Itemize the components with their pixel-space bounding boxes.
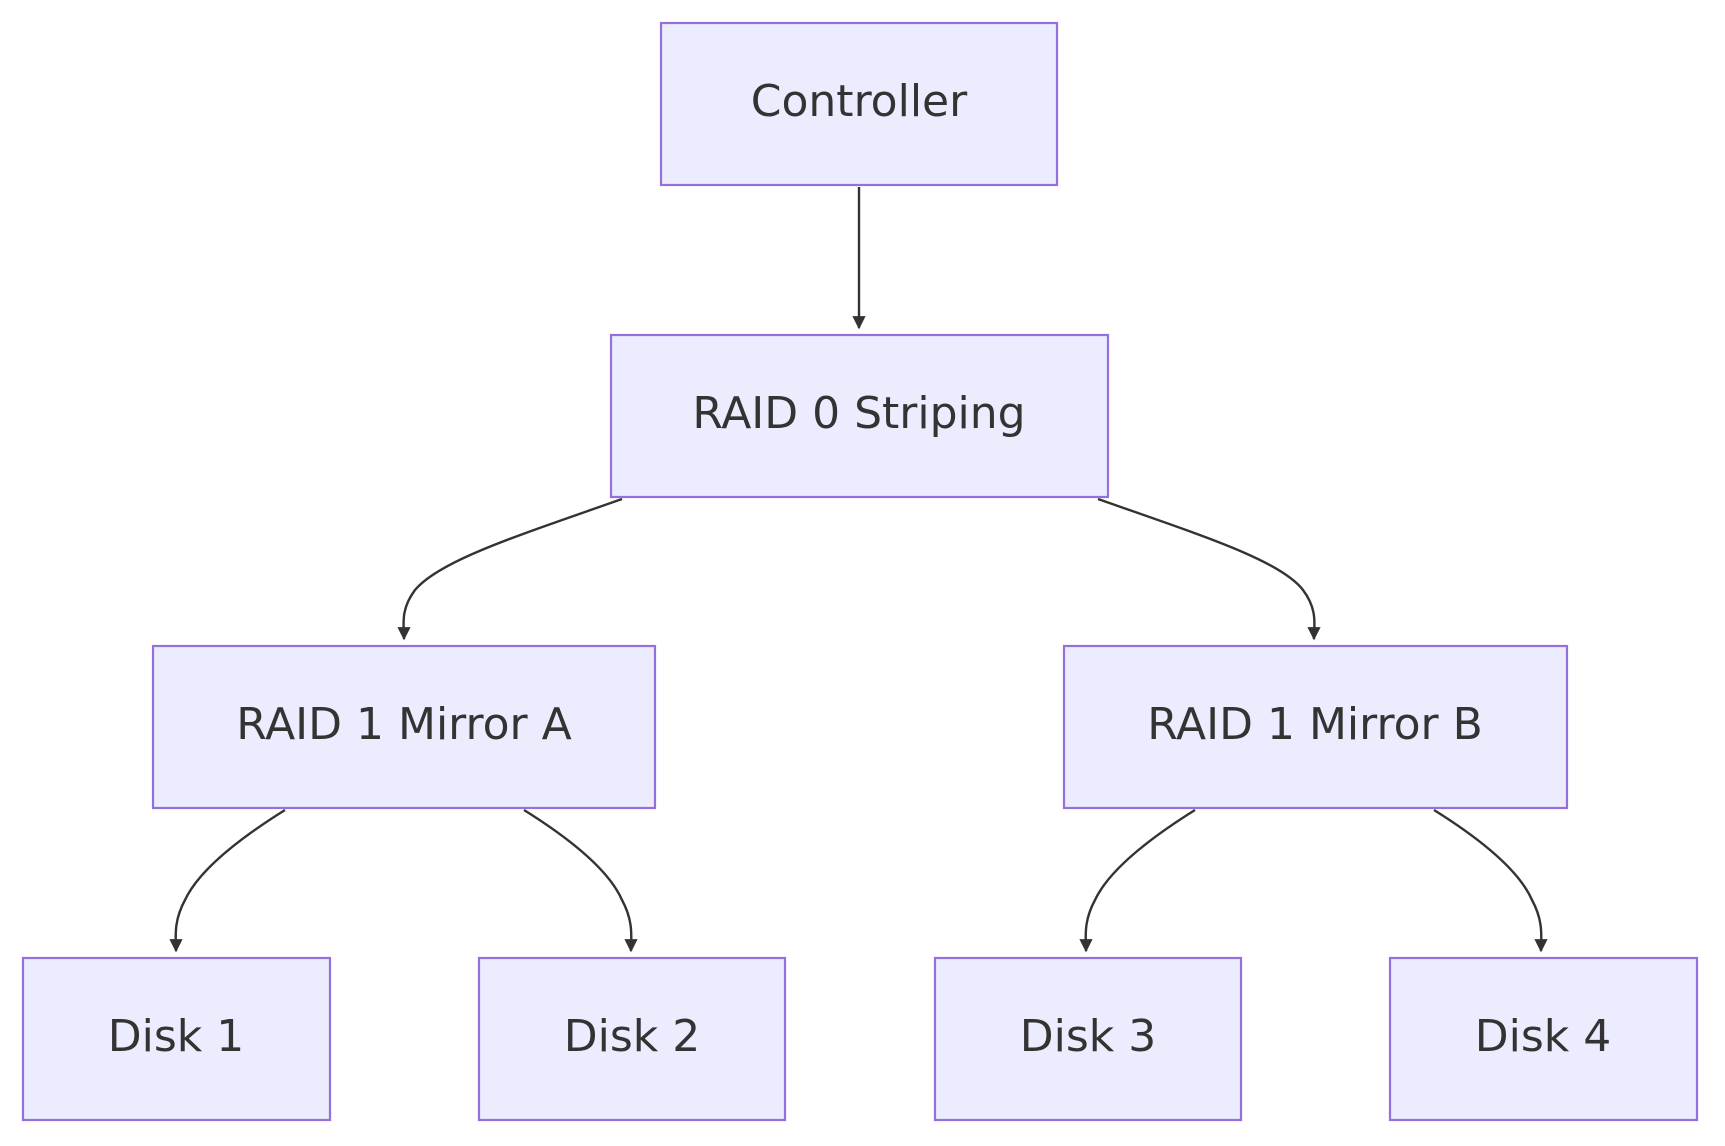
node-label-disk3: Disk 3: [1020, 1011, 1157, 1062]
edge-raid0-mirror-b: [1097, 497, 1321, 641]
edges: [169, 187, 1548, 953]
node-raid1-mirror-a: RAID 1 Mirror A: [151, 644, 657, 810]
node-raid1-mirror-b: RAID 1 Mirror B: [1062, 644, 1569, 810]
node-raid0-striping: RAID 0 Striping: [609, 333, 1110, 499]
node-label-disk2: Disk 2: [564, 1011, 701, 1062]
node-controller: Controller: [659, 21, 1059, 187]
node-disk-2: Disk 2: [477, 956, 787, 1122]
edge-mirror-b-disk4: [1433, 808, 1548, 953]
node-disk-1: Disk 1: [21, 956, 332, 1122]
edge-raid0-mirror-a: [397, 497, 623, 641]
node-label-disk1: Disk 1: [108, 1011, 245, 1062]
node-label-mirror-a: RAID 1 Mirror A: [236, 699, 571, 750]
node-label-disk4: Disk 4: [1475, 1011, 1612, 1062]
edge-mirror-b-disk3: [1079, 808, 1196, 953]
edge-mirror-a-disk1: [169, 808, 286, 953]
nodes: Controller RAID 0 Striping RAID 1 Mirror…: [21, 21, 1699, 1122]
node-disk-3: Disk 3: [933, 956, 1243, 1122]
node-disk-4: Disk 4: [1388, 956, 1699, 1122]
node-label-mirror-b: RAID 1 Mirror B: [1147, 699, 1483, 750]
node-label-raid0: RAID 0 Striping: [692, 388, 1025, 439]
edge-mirror-a-disk2: [523, 808, 638, 953]
node-label-controller: Controller: [751, 76, 968, 127]
